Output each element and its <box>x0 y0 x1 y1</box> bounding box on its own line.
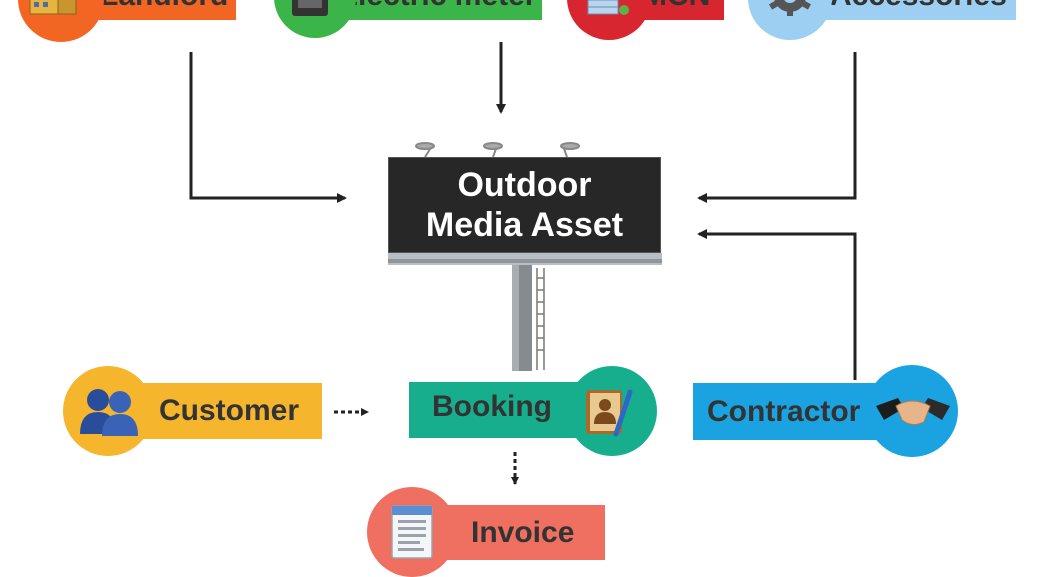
people-icon <box>80 389 138 436</box>
customer-label: Customer <box>159 394 300 427</box>
asset-title-line2: Media Asset <box>425 206 624 244</box>
address-book-icon <box>586 389 633 437</box>
arrow-landlord-to-asset <box>189 52 347 203</box>
electric-meter-bar: Electric meter <box>318 0 542 20</box>
outdoor-media-asset-sign: Outdoor Media Asset <box>388 157 661 253</box>
invoice-label: Invoice <box>471 515 575 549</box>
handshake-icon <box>876 398 950 426</box>
accessories-bar: Accessories <box>796 0 1016 20</box>
document-icon <box>391 505 433 559</box>
accessories-label: Accessories <box>830 0 1007 13</box>
office-building-icon <box>587 0 629 15</box>
landlord-bar: Landlord <box>60 0 236 20</box>
asset-title-line1: Outdoor <box>457 166 592 204</box>
electric-meter-label: Electric meter <box>338 0 536 13</box>
billboard-structure <box>388 142 662 371</box>
gear-icon <box>769 0 811 16</box>
building-icon <box>29 0 77 15</box>
contractor-label: Contractor <box>707 394 861 428</box>
mcn-label: MCN <box>642 0 710 13</box>
customer-circle <box>63 366 153 456</box>
meter-icon <box>292 0 328 16</box>
landlord-label: Landlord <box>100 0 228 13</box>
arrow-contractor-to-asset <box>697 229 857 380</box>
booking-label: Booking <box>432 390 552 423</box>
arrow-accessories-to-asset <box>697 52 857 203</box>
